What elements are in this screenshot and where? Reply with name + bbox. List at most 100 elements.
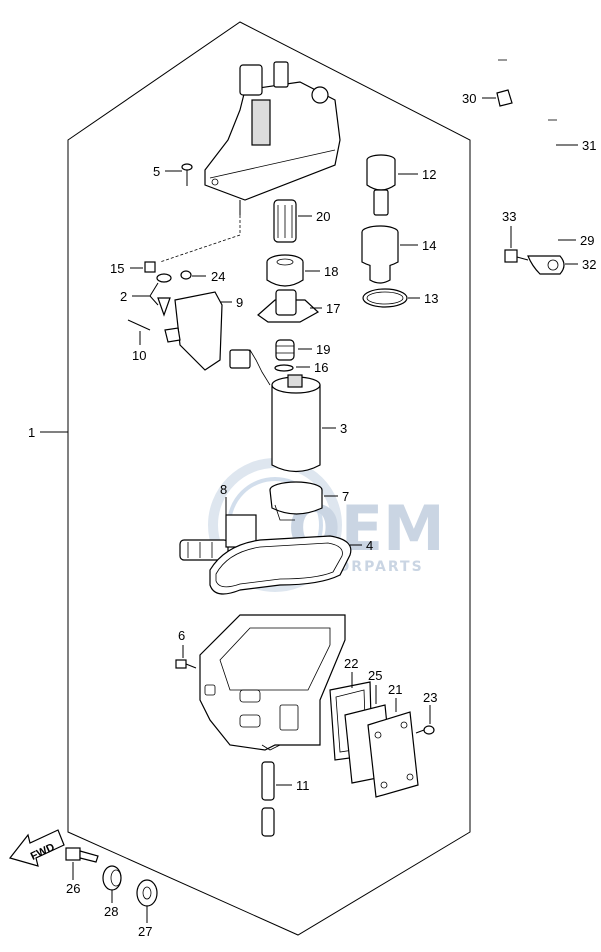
callout-8: 8 — [220, 482, 227, 497]
clamp32-body — [527, 255, 565, 275]
hose-11 — [261, 761, 275, 837]
callout-20: 20 — [316, 209, 330, 224]
pump-outlet — [287, 374, 303, 388]
dashed-guide-1 — [159, 215, 241, 263]
callout-3: 3 — [340, 421, 347, 436]
screw23-head — [423, 725, 435, 735]
pin10-shaft — [127, 319, 151, 331]
cover-21-hole — [406, 773, 414, 781]
callout-24: 24 — [211, 269, 225, 284]
sensor-8 — [179, 514, 257, 561]
head-fitting — [311, 86, 329, 104]
chamber-body — [199, 614, 346, 751]
bolt6-head — [175, 659, 187, 669]
callout-32: 32 — [582, 257, 596, 272]
callout-21: 21 — [388, 682, 402, 697]
cap-side — [266, 262, 304, 287]
bolt26-head — [65, 847, 81, 861]
cover9-clip — [164, 327, 181, 343]
head-flange-line — [209, 149, 336, 179]
fwd-arrow-shape — [8, 829, 65, 867]
cover-9 — [164, 291, 223, 371]
screw-5 — [181, 163, 193, 186]
clamp32-hole — [547, 259, 559, 271]
valve12-body — [366, 160, 396, 191]
cap-hole — [276, 258, 294, 266]
callout-27: 27 — [138, 924, 152, 939]
hose-31-inner — [498, 21, 556, 244]
bolt-26 — [65, 847, 99, 863]
collar27-hole — [142, 886, 152, 900]
cover-21-hole — [374, 731, 382, 739]
callout-9: 9 — [236, 295, 243, 310]
callout-16: 16 — [314, 360, 328, 375]
pump-head-body — [204, 81, 341, 201]
head-valve — [251, 99, 271, 146]
screw-5-head — [181, 163, 193, 171]
bolt33-head — [504, 249, 518, 263]
callout-2: 2 — [120, 289, 127, 304]
chamber-drain — [261, 744, 281, 751]
callout-11: 11 — [296, 778, 310, 793]
bolt-6 — [175, 659, 197, 669]
callout-19: 19 — [316, 342, 330, 357]
callout-6: 6 — [178, 628, 185, 643]
grommet-28 — [102, 865, 122, 891]
valve-12 — [366, 154, 396, 216]
callout-18: 18 — [324, 264, 338, 279]
holder7-foot — [274, 504, 295, 521]
fuel-pump-3 — [229, 349, 321, 473]
callout-12: 12 — [422, 167, 436, 182]
cover9-body — [174, 291, 223, 371]
collar-27 — [136, 879, 158, 907]
callout-15: 15 — [110, 261, 124, 276]
valve12-stem — [373, 189, 389, 216]
cap14-body — [361, 232, 399, 268]
bolt15-head — [144, 261, 156, 273]
clip30-body — [496, 89, 513, 107]
float-chamber — [199, 614, 346, 751]
cover-21 — [367, 711, 419, 798]
callout-22: 22 — [344, 656, 358, 671]
chamber-port — [239, 689, 261, 703]
chamber-boss — [204, 684, 216, 696]
head-connector — [239, 64, 263, 96]
callout-33: 33 — [502, 209, 516, 224]
pin-10 — [127, 319, 151, 331]
bolt26-shank — [79, 850, 99, 863]
holder-17 — [257, 289, 320, 323]
oring-16 — [274, 364, 294, 372]
screw24-head — [180, 270, 192, 280]
hose-31-outer — [501, 24, 553, 241]
collar2-top — [156, 273, 172, 283]
screw-24 — [180, 270, 192, 280]
bolt33-shank — [516, 256, 529, 261]
fwd-arrow: FWD — [8, 829, 65, 867]
bolt6-shank — [185, 663, 197, 669]
callout-31: 31 — [582, 138, 596, 153]
pump-connector — [229, 349, 251, 369]
leader-2 — [132, 282, 159, 306]
head-hole — [211, 178, 219, 186]
callout-13: 13 — [424, 291, 438, 306]
callout-25: 25 — [368, 668, 382, 683]
callout-28: 28 — [104, 904, 118, 919]
callout-14: 14 — [422, 238, 436, 253]
callout-23: 23 — [423, 690, 437, 705]
callout-10: 10 — [132, 348, 146, 363]
clip-30 — [496, 89, 513, 107]
grommet28-body — [102, 865, 122, 891]
head-nipple — [273, 61, 289, 88]
holder7-side — [269, 489, 323, 515]
cap-18 — [266, 254, 304, 287]
pump-head-assembly — [204, 61, 341, 215]
assembly-frame — [67, 21, 471, 936]
grommet28-hole — [110, 869, 122, 887]
chamber-rim — [219, 627, 331, 691]
pump-body — [271, 385, 321, 473]
oring-13-inner — [366, 291, 404, 305]
bolt-33 — [504, 249, 529, 263]
callout-5: 5 — [153, 164, 160, 179]
